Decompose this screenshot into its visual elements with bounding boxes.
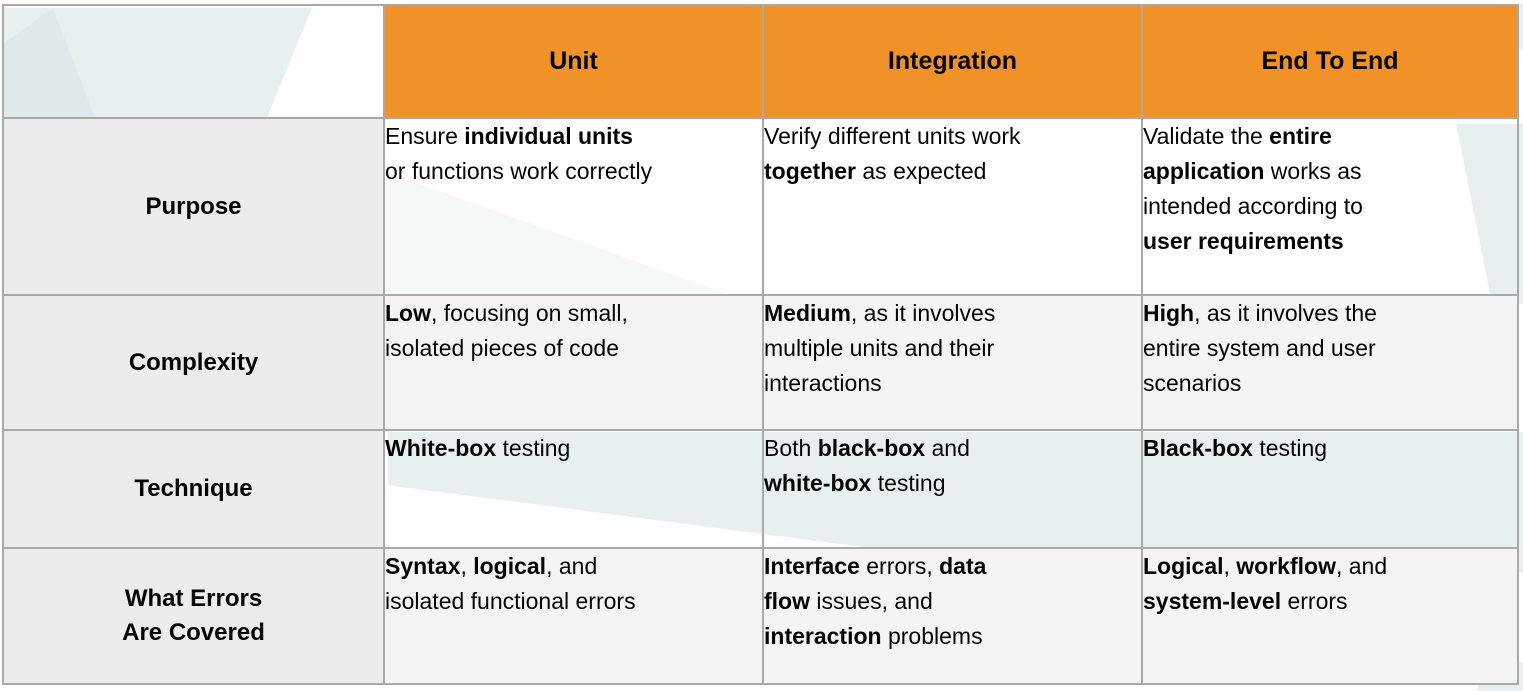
col-header-integration: Integration <box>762 4 1143 119</box>
table-row-purpose: Purpose Ensure individual units or funct… <box>2 117 1519 296</box>
table-row-technique: Technique White-box testing Both black-b… <box>2 429 1519 549</box>
cell-technique-unit: White-box testing <box>383 429 764 549</box>
col-header-end-to-end: End To End <box>1141 4 1519 119</box>
cell-complexity-integration: Medium, as it involves multiple units an… <box>762 294 1143 431</box>
cell-errors-end-to-end: Logical, workflow, and system-level erro… <box>1141 547 1519 685</box>
row-label-technique: Technique <box>2 429 385 549</box>
corner-cell <box>2 4 385 119</box>
cell-complexity-end-to-end: High, as it involves the entire system a… <box>1141 294 1519 431</box>
slide-canvas: Unit Integration End To End Purpose Ensu… <box>0 4 1523 691</box>
cell-purpose-integration: Verify different units work together as … <box>762 117 1143 296</box>
col-header-unit: Unit <box>383 4 764 119</box>
table-row-errors-covered: What Errors Are Covered Syntax, logical,… <box>2 547 1519 685</box>
header-row: Unit Integration End To End <box>2 4 1519 119</box>
row-label-purpose: Purpose <box>2 117 385 296</box>
cell-errors-unit: Syntax, logical, and isolated functional… <box>383 547 764 685</box>
cell-technique-integration: Both black-box and white-box testing <box>762 429 1143 549</box>
cell-technique-end-to-end: Black-box testing <box>1141 429 1519 549</box>
testing-comparison-table: Unit Integration End To End Purpose Ensu… <box>2 4 1519 685</box>
cell-errors-integration: Interface errors, data flow issues, and … <box>762 547 1143 685</box>
cell-purpose-unit: Ensure individual units or functions wor… <box>383 117 764 296</box>
row-label-complexity: Complexity <box>2 294 385 431</box>
table-row-complexity: Complexity Low, focusing on small, isola… <box>2 294 1519 431</box>
cell-complexity-unit: Low, focusing on small, isolated pieces … <box>383 294 764 431</box>
cell-purpose-end-to-end: Validate the entire application works as… <box>1141 117 1519 296</box>
row-label-errors-covered: What Errors Are Covered <box>2 547 385 685</box>
